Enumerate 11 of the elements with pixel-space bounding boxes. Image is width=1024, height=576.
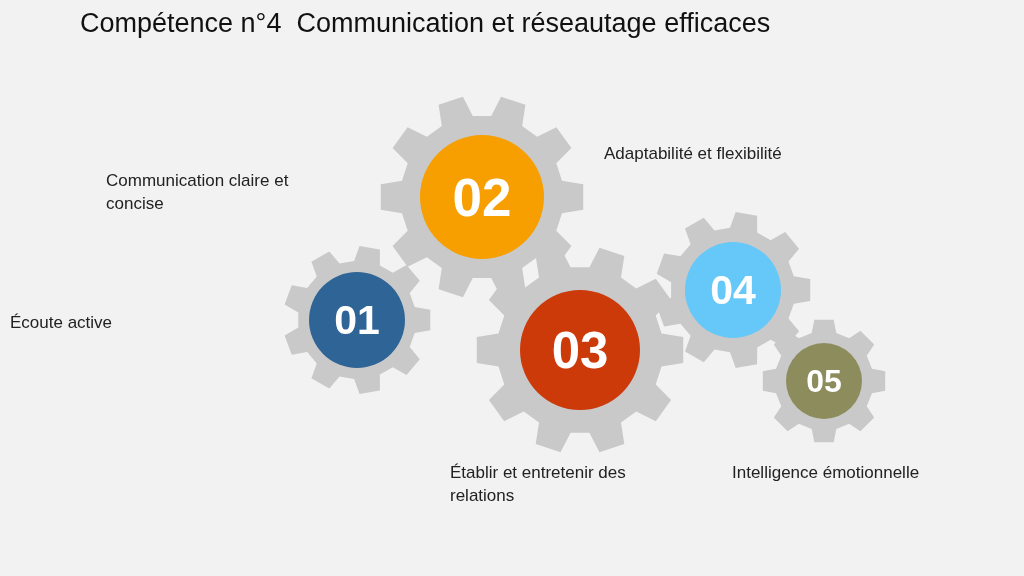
step-number: 02: [451, 170, 513, 224]
step-number: 03: [550, 324, 610, 376]
step-number: 05: [805, 365, 843, 397]
step-number: 01: [333, 299, 381, 341]
title: Compétence n°4 Communication et réseautage efficaces: [80, 8, 771, 39]
step-label: Établir et entretenir des relations: [450, 462, 627, 507]
step-label: Adaptabilité et flexibilité: [604, 143, 783, 165]
step-label: Communication claire et concise: [106, 170, 290, 215]
step-label: Intelligence émotionnelle: [732, 462, 921, 484]
step-number: 04: [709, 269, 757, 311]
step-label: Écoute active: [10, 312, 114, 334]
